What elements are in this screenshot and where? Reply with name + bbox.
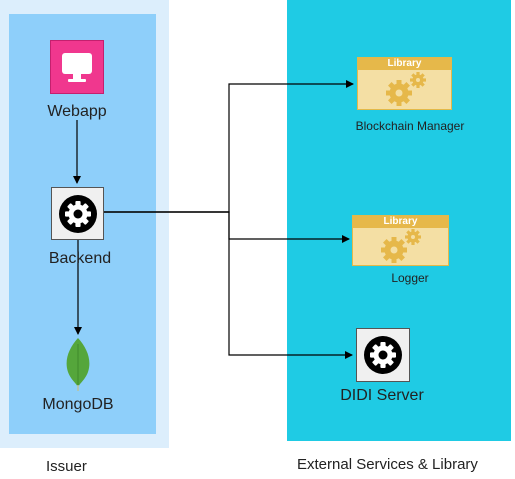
library-header: Library — [353, 216, 448, 228]
edge-backend-logger — [104, 211, 350, 243]
webapp-label: Webapp — [47, 103, 107, 120]
external-group-label: External Services & Library — [297, 456, 478, 473]
blockchain-manager-node[interactable]: Library — [357, 57, 452, 110]
webapp-node[interactable] — [50, 40, 104, 94]
edge-backend-didi-server — [104, 211, 353, 359]
library-header: Library — [358, 58, 451, 70]
issuer-group-label: Issuer — [46, 458, 87, 475]
gears-icon — [381, 229, 421, 263]
didi-server-label: DIDI Server — [340, 387, 424, 404]
gear-icon — [58, 194, 97, 233]
backend-node[interactable] — [51, 187, 104, 240]
logger-label: Logger — [391, 271, 429, 285]
logger-node[interactable]: Library — [352, 215, 449, 266]
backend-label: Backend — [48, 250, 112, 267]
mongodb-leaf-icon — [66, 338, 90, 391]
mongodb-node[interactable] — [63, 336, 93, 392]
didi-server-node[interactable] — [356, 328, 410, 382]
edge-backend-blockchain-manager — [104, 80, 354, 213]
gear-icon — [364, 336, 402, 374]
mongodb-label: MongoDB — [42, 396, 114, 413]
gears-icon — [386, 72, 426, 106]
monitor-icon — [62, 53, 92, 82]
blockchain-manager-label: Blockchain Manager — [355, 119, 465, 133]
